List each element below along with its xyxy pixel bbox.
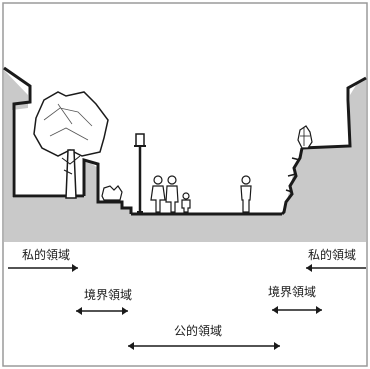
boundary-area-right-label: 境界領域 [268, 284, 316, 299]
public-area-label: 公的領域 [174, 323, 222, 338]
public-area-arrow [128, 342, 280, 350]
person-icon [150, 175, 166, 213]
boundary-area-left-label: 境界領域 [84, 287, 132, 302]
private-area-right-label: 私的領域 [308, 247, 356, 262]
shrub-icon [101, 185, 123, 201]
tree-icon [33, 91, 109, 199]
person-icon [181, 192, 191, 213]
person-icon [240, 175, 252, 213]
left-house [3, 66, 133, 214]
ground-section [4, 70, 366, 242]
street-lamp-icon [134, 133, 146, 213]
private-area-left-arrow [8, 264, 78, 272]
person-icon [165, 175, 179, 213]
boundary-area-left-arrow [76, 307, 128, 315]
private-area-right-arrow [306, 264, 366, 272]
private-area-left-label: 私的領域 [22, 247, 70, 262]
right-house [280, 76, 367, 216]
shrub-icon [297, 125, 313, 149]
boundary-area-right-arrow [272, 306, 322, 314]
